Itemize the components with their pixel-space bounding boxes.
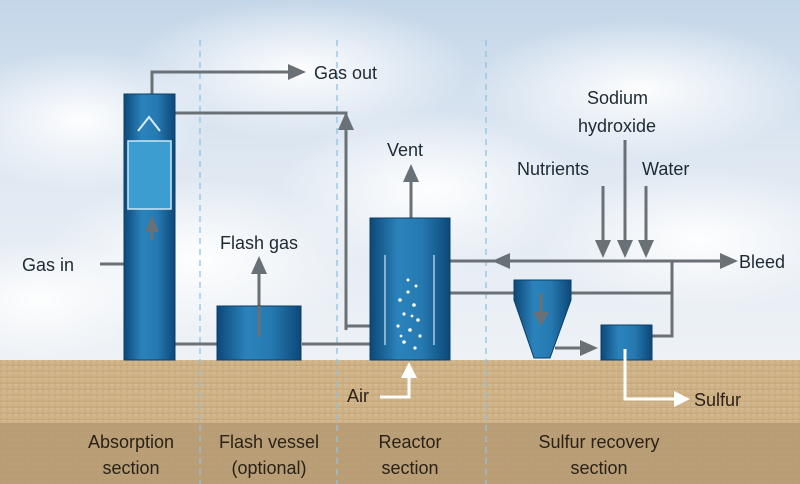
section-label-band — [0, 423, 800, 484]
arrowheads — [232, 64, 738, 356]
section-flash-line1: Flash vessel — [219, 432, 319, 452]
air-label: Air — [347, 386, 369, 406]
absorption-column — [123, 93, 176, 361]
section-sulfur-line1: Sulfur recovery — [538, 432, 659, 452]
air-bubbles — [396, 278, 422, 350]
nutrients-label: Nutrients — [517, 159, 589, 179]
sodium-label: Sodium — [587, 88, 648, 108]
section-labels: Absorption section Flash vessel (optiona… — [88, 432, 660, 478]
ground-arrows — [380, 349, 675, 401]
hydroxide-label: hydroxide — [578, 116, 656, 136]
sulfur-label: Sulfur — [694, 390, 741, 410]
air-arrowhead — [401, 362, 417, 378]
section-absorption-line2: section — [102, 458, 159, 478]
gas-out-label: Gas out — [314, 63, 377, 83]
sulfur-arrowhead — [674, 391, 690, 407]
water-label: Water — [642, 159, 689, 179]
cyclone-settler — [513, 279, 572, 359]
section-flash-line2: (optional) — [231, 458, 306, 478]
flash-gas-label: Flash gas — [220, 233, 298, 253]
vent-label: Vent — [387, 140, 423, 160]
section-reactor-line2: section — [381, 458, 438, 478]
flash-vessel — [216, 305, 302, 361]
section-absorption-line1: Absorption — [88, 432, 174, 452]
gas-in-label: Gas in — [22, 255, 74, 275]
bleed-label: Bleed — [739, 252, 785, 272]
section-sulfur-line2: section — [570, 458, 627, 478]
section-reactor-line1: Reactor — [378, 432, 441, 452]
reactor-vessel — [369, 217, 451, 361]
